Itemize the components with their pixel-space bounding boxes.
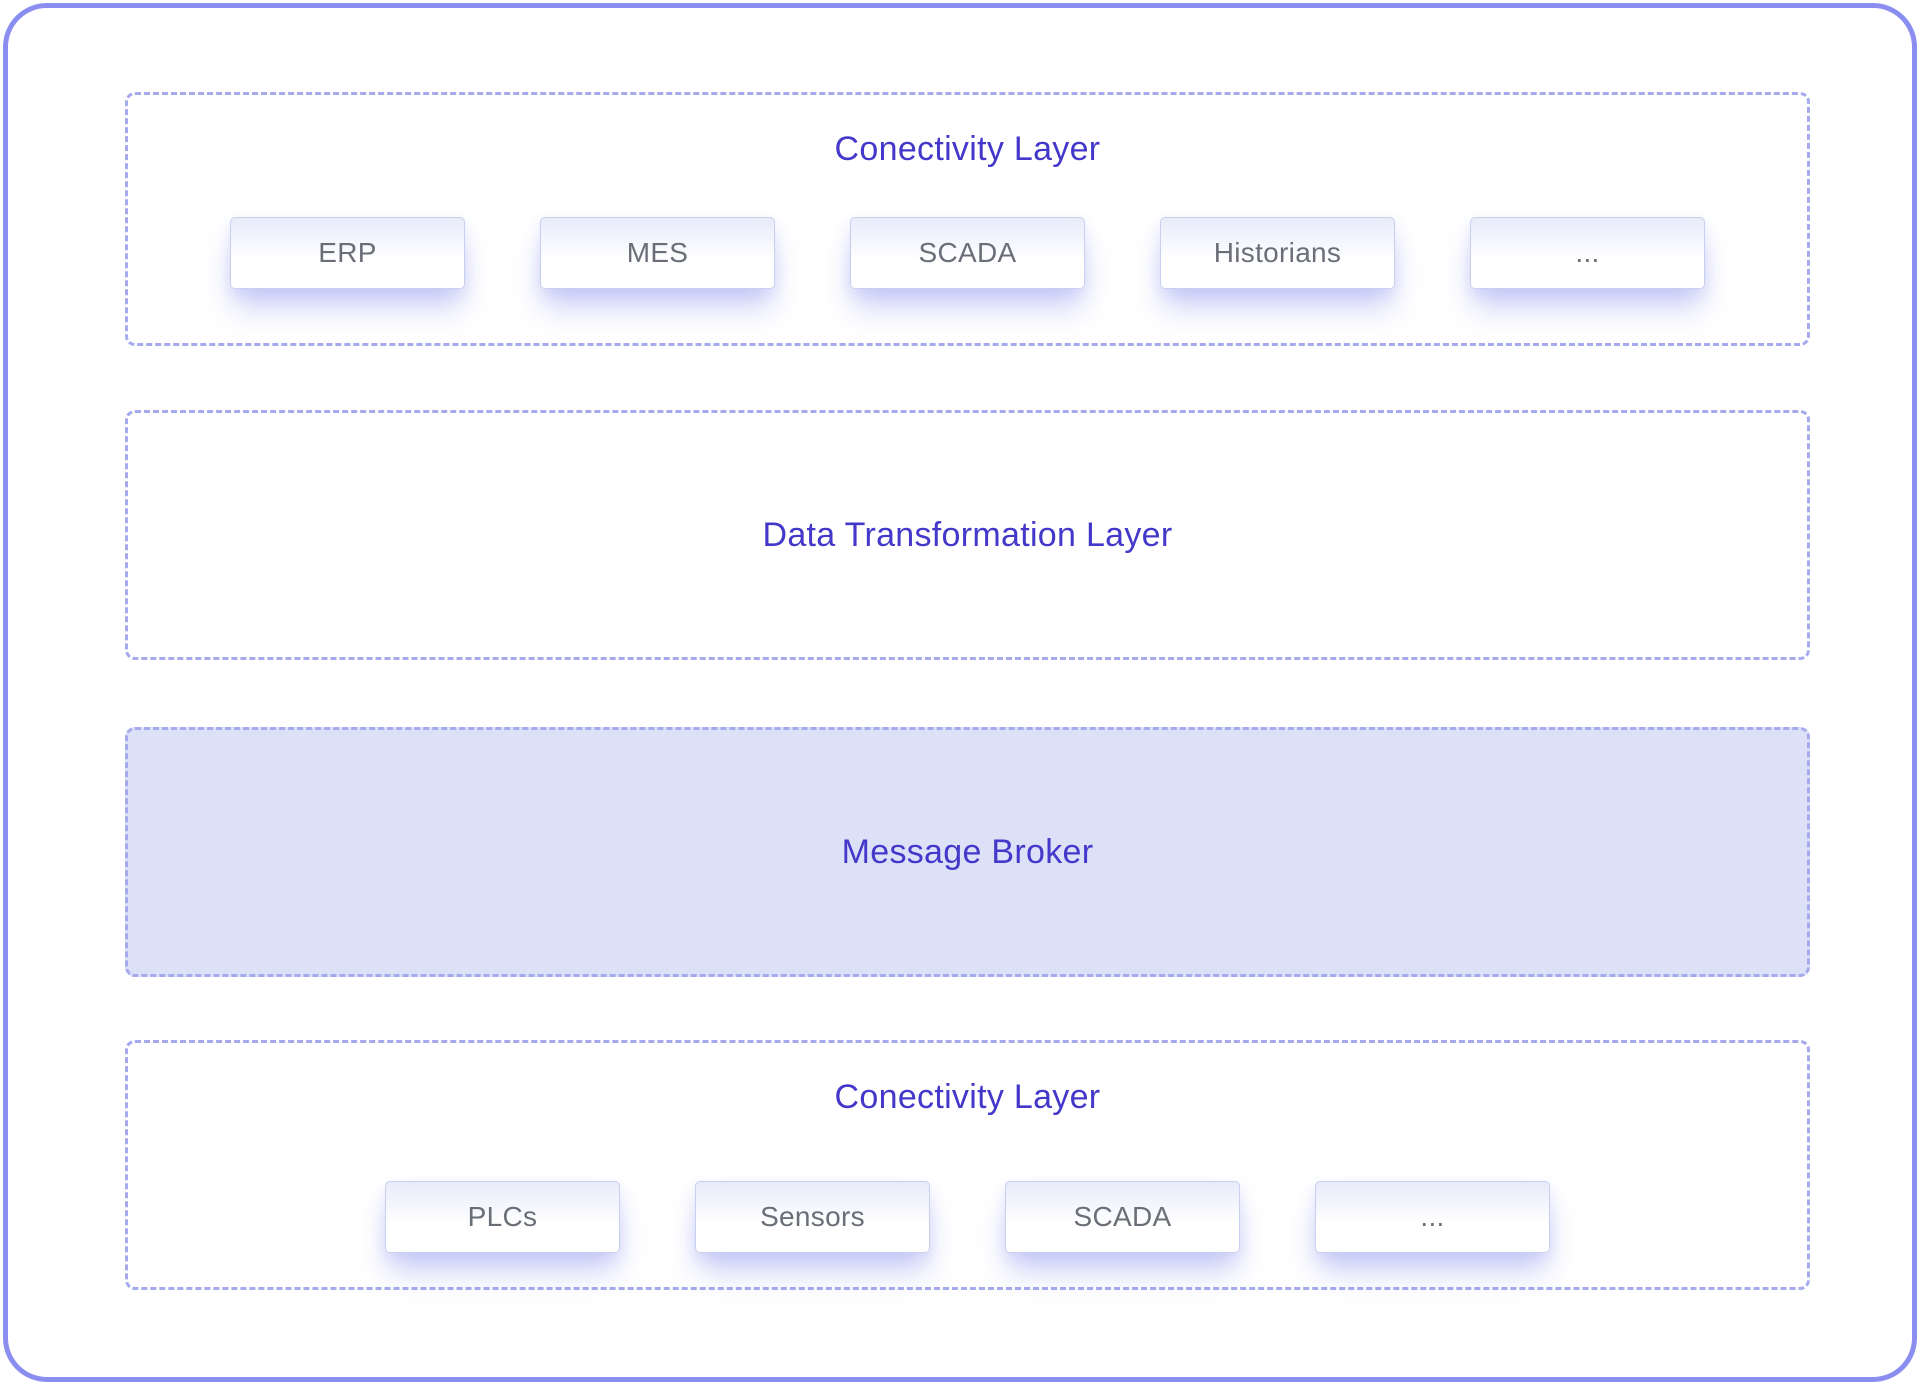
layer-connectivity-bottom: Conectivity Layer PLCs Sensors SCADA ... xyxy=(125,1040,1810,1290)
node-erp: ERP xyxy=(230,217,465,289)
node-scada-top: SCADA xyxy=(850,217,1085,289)
layer-title-data-transformation: Data Transformation Layer xyxy=(762,516,1173,554)
layer-connectivity-top: Conectivity Layer ERP MES SCADA Historia… xyxy=(125,92,1810,346)
node-sensors: Sensors xyxy=(695,1181,930,1253)
node-plcs: PLCs xyxy=(385,1181,620,1253)
connectivity-bottom-node-row: PLCs Sensors SCADA ... xyxy=(128,1181,1807,1253)
connectivity-top-node-row: ERP MES SCADA Historians ... xyxy=(128,217,1807,289)
layer-data-transformation: Data Transformation Layer xyxy=(125,410,1810,660)
layer-title-connectivity-top: Conectivity Layer xyxy=(834,130,1101,168)
node-mes: MES xyxy=(540,217,775,289)
layer-title-message-broker: Message Broker xyxy=(841,833,1094,871)
node-ellipsis-bottom: ... xyxy=(1315,1181,1550,1253)
node-ellipsis-top: ... xyxy=(1470,217,1705,289)
layer-title-connectivity-bottom: Conectivity Layer xyxy=(834,1078,1101,1116)
layer-message-broker: Message Broker xyxy=(125,727,1810,977)
node-scada-bottom: SCADA xyxy=(1005,1181,1240,1253)
node-historians: Historians xyxy=(1160,217,1395,289)
